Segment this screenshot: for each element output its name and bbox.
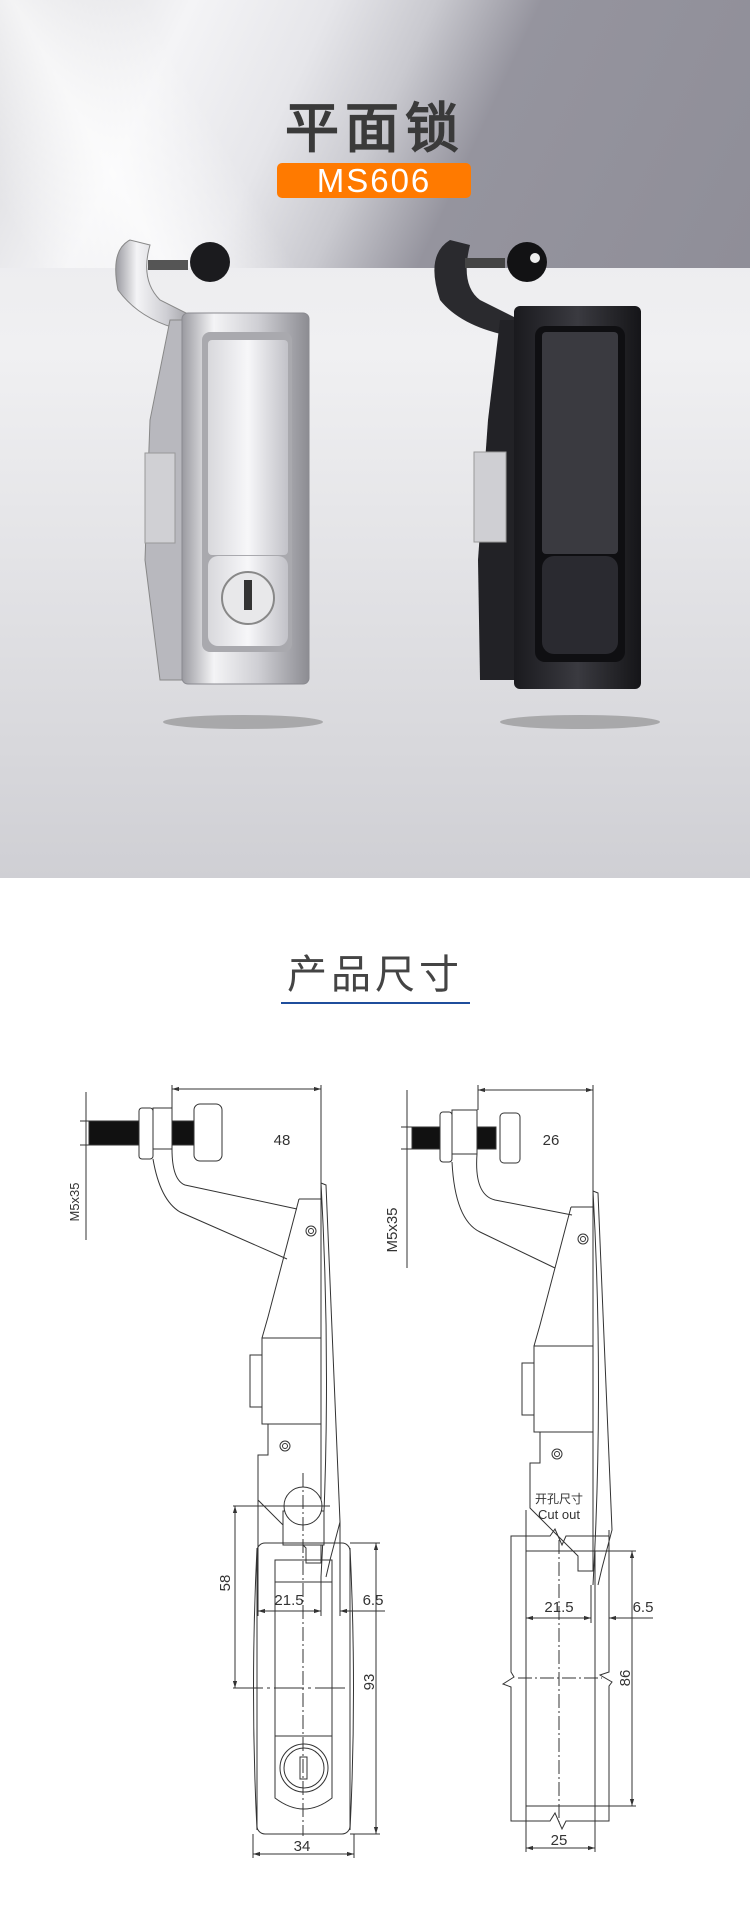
- side-view-drawing-2: [401, 1085, 653, 1623]
- knob-icon: [507, 242, 547, 282]
- front-view-drawing: [232, 1473, 380, 1858]
- knob-offset-dimension: 58: [217, 1575, 234, 1592]
- cutout-label-cn: 开孔尺寸: [535, 1492, 583, 1506]
- cutout-label-en: Cut out: [538, 1507, 580, 1522]
- height-dimension: 93: [361, 1674, 378, 1691]
- side-view-drawing-1: [80, 1085, 385, 1616]
- reach-dimension-2: 26: [543, 1132, 560, 1149]
- handle-depth-dimension-2: 6.5: [633, 1599, 654, 1616]
- cutout-width-dimension: 25: [551, 1832, 568, 1849]
- handle-depth-dimension-1: 6.5: [363, 1592, 384, 1609]
- product-hero-banner: 平面锁 MS606: [0, 0, 750, 878]
- width-dimension: 34: [294, 1838, 311, 1855]
- cutout-height-dimension: 86: [617, 1670, 634, 1687]
- knob-icon: [190, 242, 230, 282]
- body-depth-dimension-1: 21.5: [274, 1592, 303, 1609]
- black-lock-photo: [434, 240, 641, 689]
- product-photos: [115, 239, 660, 729]
- section-title-dimensions: 产品尺寸: [287, 952, 463, 998]
- chrome-lock-photo: [115, 239, 310, 685]
- product-title: 平面锁: [285, 97, 465, 160]
- cutout-drawing: [501, 1527, 636, 1852]
- reach-dimension-1: 48: [274, 1132, 291, 1149]
- section-title-underline: [281, 1002, 470, 1004]
- bolt-size-label-1: M5x35: [67, 1182, 82, 1221]
- technical-drawings: M5x35 48 21.5 6.5 M5x35 26 21.5 6.5: [67, 1085, 654, 1858]
- bolt-size-label-2: M5x35: [384, 1207, 401, 1252]
- model-badge: MS606: [277, 163, 471, 198]
